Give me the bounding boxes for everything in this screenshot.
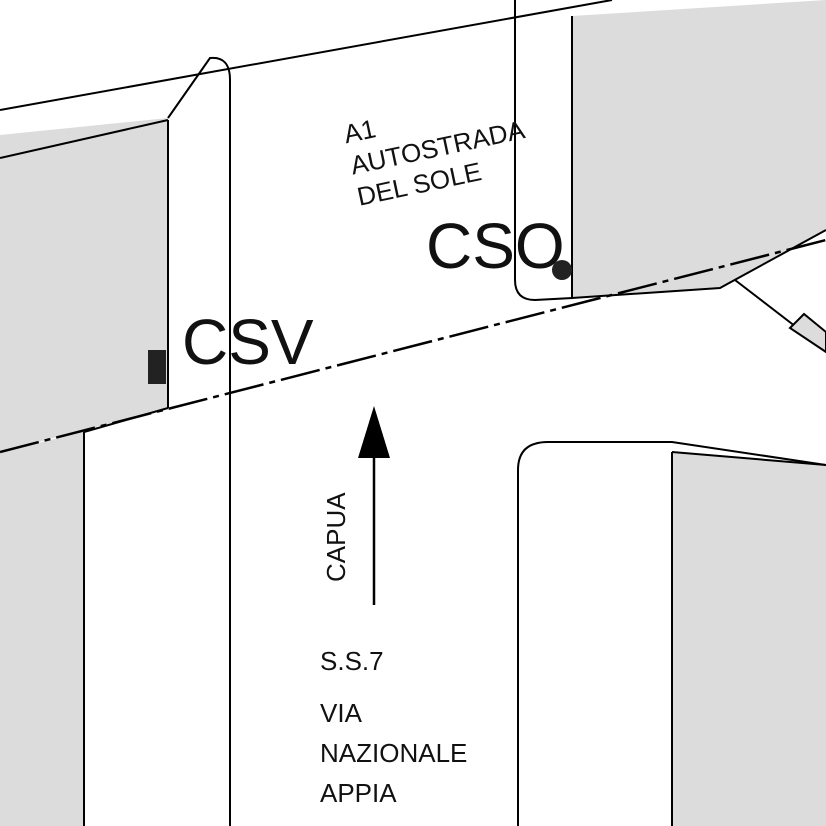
- road-name-line2: NAZIONALE: [320, 738, 467, 768]
- ramp-box: [788, 312, 826, 354]
- block-right-lower-top: [671, 451, 826, 466]
- road-name-line1: VIA: [320, 698, 363, 728]
- block-left-lower: [0, 432, 84, 826]
- motorway-edge-south-inner: [83, 407, 169, 433]
- road-lower-right: [517, 441, 826, 826]
- block-right-upper: [572, 0, 826, 298]
- road-name-line3: APPIA: [320, 778, 397, 808]
- cso-marker-icon: [552, 260, 572, 280]
- arrow-up-icon: [358, 406, 390, 458]
- motorway-label-line1: A1: [341, 113, 378, 149]
- motorway-edge-north: [0, 0, 613, 111]
- site-label-csv: CSV: [182, 306, 314, 378]
- block-right-lower: [672, 452, 826, 826]
- site-label-cso: CSO: [426, 210, 565, 282]
- block-left-upper: [0, 118, 168, 452]
- road-service-cso: [514, 0, 573, 302]
- road-vertical-left-edge: [167, 56, 231, 826]
- motorway-label: A1 AUTOSTRADA DEL SOLE: [341, 113, 528, 212]
- block-right-upper-edge: [571, 229, 826, 299]
- direction-label: CAPUA: [321, 492, 351, 582]
- road-code-label: S.S.7: [320, 646, 384, 676]
- motorway-edge-upper: [0, 119, 169, 159]
- csv-marker-icon: [148, 350, 166, 384]
